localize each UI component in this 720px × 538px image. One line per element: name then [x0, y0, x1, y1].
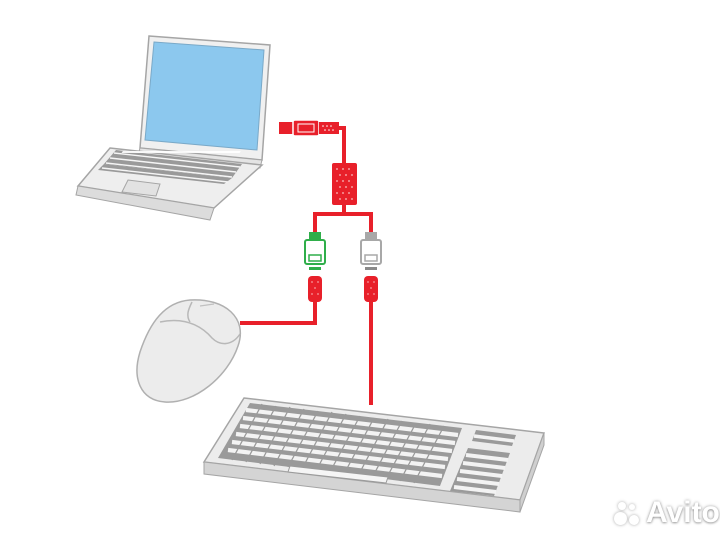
- avito-logo-icon: [612, 498, 642, 528]
- ps2-keyboard-connector-icon: [360, 232, 382, 302]
- keyboard-icon: [202, 397, 546, 513]
- usb-plug-icon: [279, 119, 339, 137]
- mouse-icon: [136, 299, 241, 403]
- ps2-mouse-connector-icon: [304, 232, 326, 302]
- avito-watermark-text: Avito: [646, 496, 720, 529]
- usb-to-ps2-cable: [240, 126, 373, 405]
- avito-watermark: Avito: [612, 496, 720, 530]
- splitter-icon: [332, 163, 357, 205]
- laptop-icon: [75, 35, 271, 221]
